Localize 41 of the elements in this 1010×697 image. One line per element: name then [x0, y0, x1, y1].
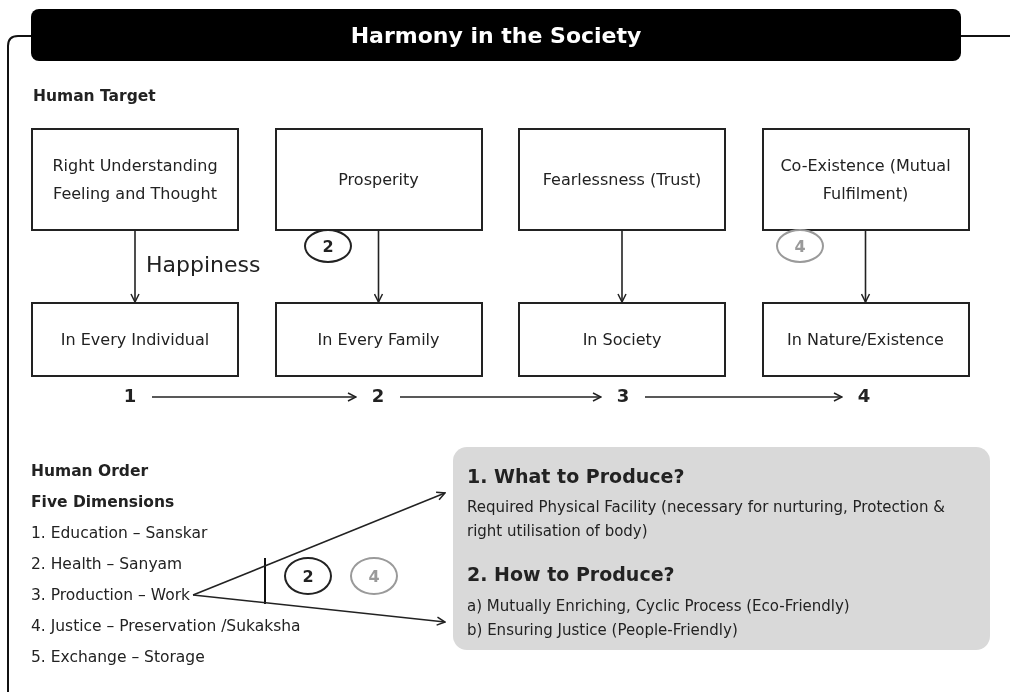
outcome-box: In Every Family: [274, 302, 483, 377]
circled-number: 4: [776, 229, 824, 263]
outcome-box: In Nature/Existence: [761, 302, 970, 377]
target-box: Fearlessness (Trust): [518, 128, 726, 231]
list-item: 3. Production – Work: [31, 586, 191, 604]
arrow: [617, 230, 627, 303]
arrow: [860, 230, 871, 303]
arrow: [192, 491, 446, 596]
section-heading: Human Order: [31, 462, 149, 480]
step-number: 1: [118, 385, 142, 409]
list-item: 1. Education – Sanskar: [31, 524, 208, 542]
arrow: [151, 392, 357, 402]
list-item: 4. Justice – Preservation /Sukaksha: [31, 617, 301, 635]
info-panel: [453, 447, 990, 650]
panel-heading: 2. How to Produce?: [467, 562, 676, 588]
panel-text: a) Mutually Enriching, Cyclic Process (Eco-Friendly): [467, 595, 851, 617]
arrow: [644, 392, 843, 402]
step-number: 3: [611, 385, 635, 409]
arrow: [399, 392, 602, 402]
circled-number: 2: [284, 557, 332, 595]
target-box: Right Understanding Feeling and Thought: [31, 128, 239, 231]
target-box: Prosperity: [274, 128, 483, 231]
arrow: [192, 594, 446, 626]
section-heading: Five Dimensions: [31, 493, 175, 511]
panel-heading: 1. What to Produce?: [467, 464, 686, 489]
happiness-label: Happiness: [146, 252, 261, 277]
circled-number: 2: [304, 229, 352, 263]
outcome-box: In Society: [518, 302, 726, 377]
step-number: 2: [366, 385, 390, 409]
panel-text: Required Physical Facility (necessary for nurturing, Protection & right utilisation of body): [467, 497, 946, 543]
step-number: 4: [852, 385, 876, 409]
arrow: [373, 230, 384, 303]
list-item: 2. Health – Sanyam: [31, 555, 183, 573]
list-item: 5. Exchange – Storage: [31, 648, 205, 666]
arrow: [130, 230, 140, 303]
title-bar: Harmony in the Society: [31, 9, 961, 61]
circled-number: 4: [350, 557, 398, 595]
outcome-box: In Every Individual: [31, 302, 239, 377]
panel-text: b) Ensuring Justice (People-Friendly): [467, 619, 739, 641]
target-box: Co-Existence (Mutual Fulfilment): [761, 128, 970, 231]
section-heading: Human Target: [33, 87, 156, 105]
